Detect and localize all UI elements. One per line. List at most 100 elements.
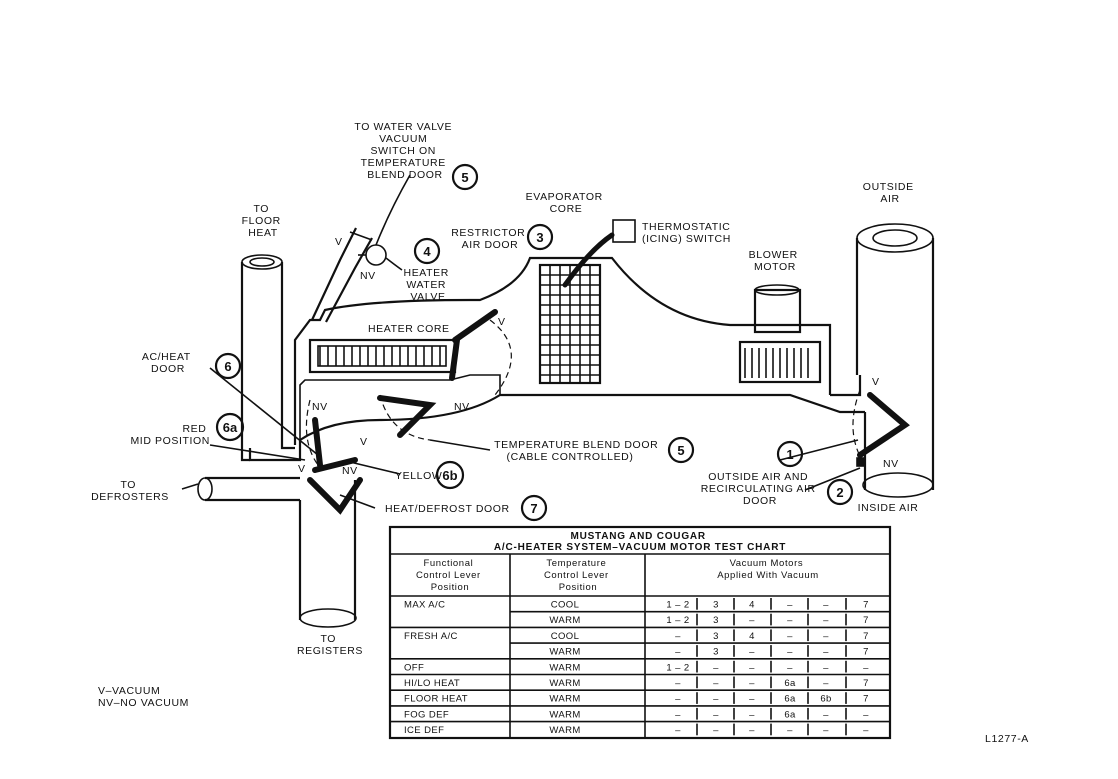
blower-motor [738, 284, 822, 384]
callout-1: 1 [776, 440, 804, 468]
vacuum-motor-cell: – [787, 725, 793, 736]
vacuum-motor-cell: – [823, 725, 829, 736]
table-row: WARM–3–––7 [510, 642, 890, 658]
vacuum-motor-cell: 7 [863, 647, 869, 658]
vacuum-motor-cell: – [823, 631, 829, 642]
ac-heat-door-label: AC/HEAT DOOR [142, 351, 194, 375]
vacuum-motor-cell: – [823, 647, 829, 658]
v-marker-defrost: V [298, 463, 306, 475]
vacuum-motor-cell: 3 [713, 615, 719, 626]
function-cell: FLOOR HEAT [404, 694, 468, 705]
vacuum-motor-cell: – [787, 647, 793, 658]
v-marker-restrictor: V [498, 316, 506, 328]
blower-motor-label: BLOWER MOTOR [749, 249, 802, 273]
svg-text:1: 1 [786, 447, 793, 462]
outside-air-label: OUTSIDE AIR [863, 181, 917, 205]
floor-heat-label: TO FLOOR HEAT [242, 203, 285, 239]
svg-text:4: 4 [423, 244, 431, 259]
vacuum-motor-cell: – [675, 647, 681, 658]
vacuum-motor-cell: – [749, 678, 755, 689]
nv-marker-ac-heat: NV [312, 401, 328, 413]
vacuum-motor-cell: – [713, 725, 719, 736]
svg-text:2: 2 [836, 485, 843, 500]
function-cell: FOG DEF [404, 709, 449, 720]
registers-label: TO REGISTERS [297, 633, 363, 657]
temperature-cell: WARM [549, 678, 580, 689]
svg-text:6: 6 [224, 359, 231, 374]
temperature-cell: WARM [549, 725, 580, 736]
vacuum-motor-cell: 3 [713, 631, 719, 642]
table-title: MUSTANG AND COUGAR A/C-HEATER SYSTEM–VAC… [494, 531, 786, 553]
vacuum-motor-cell: 1 – 2 [666, 615, 689, 626]
vacuum-motor-cell: – [787, 615, 793, 626]
doors [305, 309, 910, 515]
registers-duct [298, 480, 357, 628]
inside-air-label: INSIDE AIR [858, 502, 919, 514]
header-temperature: Temperature Control Lever Position [544, 558, 612, 593]
vacuum-motor-cell: 7 [863, 600, 869, 611]
vacuum-motor-cell: – [749, 694, 755, 705]
vacuum-motor-cell: – [749, 662, 755, 673]
v-marker-blend: V [360, 436, 368, 448]
heater-water-valve-label: HEATER WATER VALVE [404, 267, 453, 303]
callout-5-bottom: 5 [667, 436, 695, 464]
function-cell: OFF [404, 662, 424, 673]
thermostatic-switch-label: THERMOSTATIC (ICING) SWITCH [642, 221, 734, 245]
thermostatic-switch [562, 219, 636, 288]
function-cell: ICE DEF [404, 725, 444, 736]
defroster-duct [181, 476, 300, 502]
temperature-cell: WARM [549, 694, 580, 705]
vacuum-motor-cell: – [823, 709, 829, 720]
header-vacuum: Vacuum Motors Applied With Vacuum [717, 558, 819, 581]
evaporator-core-label: EVAPORATOR CORE [526, 191, 607, 215]
temperature-cell: WARM [549, 647, 580, 658]
test-chart-table: MUSTANG AND COUGAR A/C-HEATER SYSTEM–VAC… [388, 525, 892, 740]
callout-3: 3 [526, 223, 554, 251]
vacuum-motor-cell: – [749, 725, 755, 736]
function-cell: MAX A/C [404, 600, 445, 611]
vacuum-motor-cell: 6a [784, 694, 796, 705]
function-cell: FRESH A/C [404, 631, 458, 642]
callout-6b: 6b [435, 460, 465, 490]
vacuum-motor-cell: – [863, 725, 869, 736]
vacuum-motor-cell: 3 [713, 600, 719, 611]
function-cell: HI/LO HEAT [404, 678, 460, 689]
temperature-cell: WARM [549, 615, 580, 626]
temperature-cell: WARM [549, 709, 580, 720]
heater-core-label: HEATER CORE [368, 323, 450, 335]
vacuum-motor-cell: – [675, 631, 681, 642]
vacuum-motor-cell: – [823, 678, 829, 689]
leader-lines [209, 367, 861, 509]
v-marker-outside: V [872, 376, 880, 388]
restrictor-air-door-label: RESTRICTOR AIR DOOR [451, 227, 529, 251]
callout-2: 2 [826, 478, 854, 506]
outside-air-column [855, 223, 935, 498]
heat-defrost-door-label: HEAT/DEFROST DOOR [385, 503, 510, 515]
temperature-blend-door-label: TEMPERATURE BLEND DOOR (CABLE CONTROLLED… [494, 439, 662, 463]
temperature-cell: COOL [551, 600, 580, 611]
vacuum-motor-cell: – [863, 709, 869, 720]
callout-6a: 6a [215, 412, 245, 442]
vacuum-motor-cell: – [749, 615, 755, 626]
vacuum-motor-cell: – [787, 662, 793, 673]
nv-marker-blend: NV [454, 401, 470, 413]
vacuum-motor-cell: 6a [784, 678, 796, 689]
water-valve-switch-label: TO WATER VALVE VACUUM SWITCH ON TEMPERAT… [354, 121, 455, 181]
vacuum-motor-cell: 3 [713, 647, 719, 658]
vacuum-motor-cell: 6a [784, 709, 796, 720]
floor-heat-duct [240, 254, 295, 462]
callout-5-top: 5 [451, 163, 479, 191]
vacuum-motor-cell: – [749, 709, 755, 720]
defrosters-label: TO DEFROSTERS [91, 479, 169, 503]
callout-6: 6 [214, 352, 242, 380]
vacuum-motor-cell: 7 [863, 678, 869, 689]
svg-text:5: 5 [461, 170, 468, 185]
